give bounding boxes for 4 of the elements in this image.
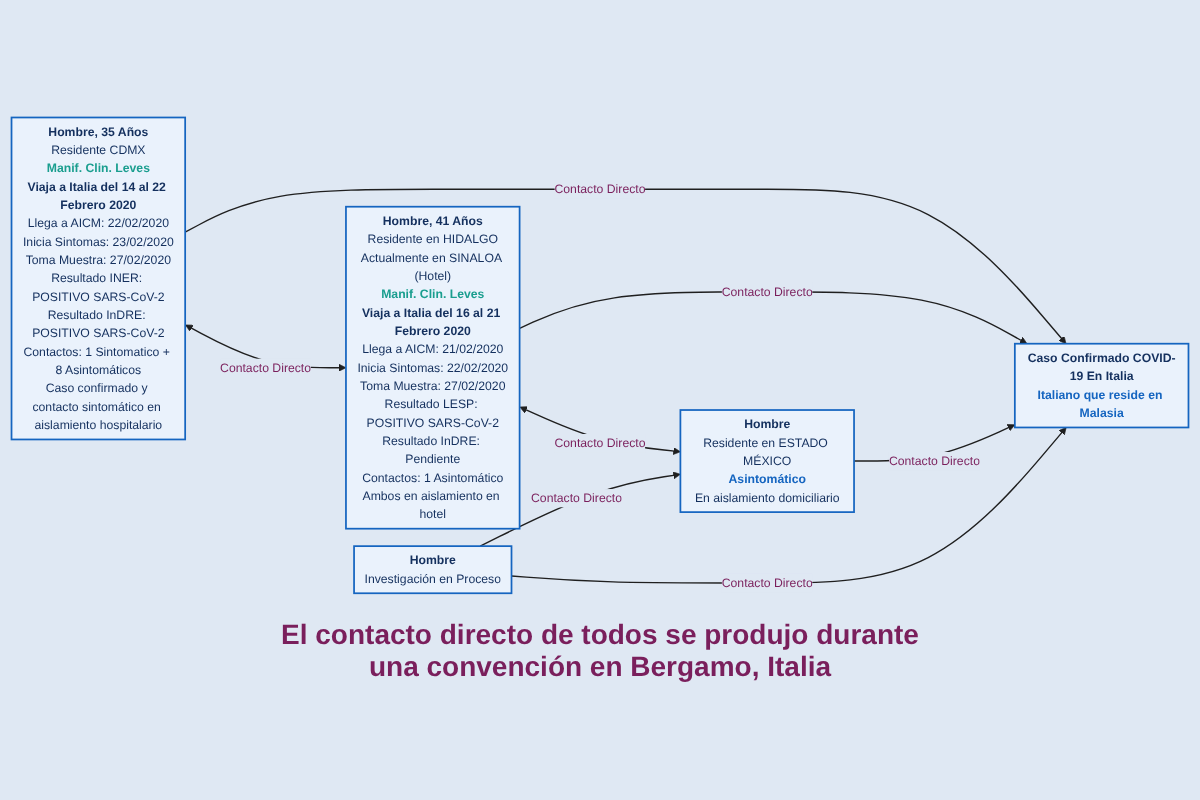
arrow [479, 472, 681, 548]
arrow [519, 407, 681, 456]
arrow [510, 427, 1067, 585]
note-text: El contacto directo de todos se produjo durante una convención en Bergamo, Italia [279, 617, 921, 682]
